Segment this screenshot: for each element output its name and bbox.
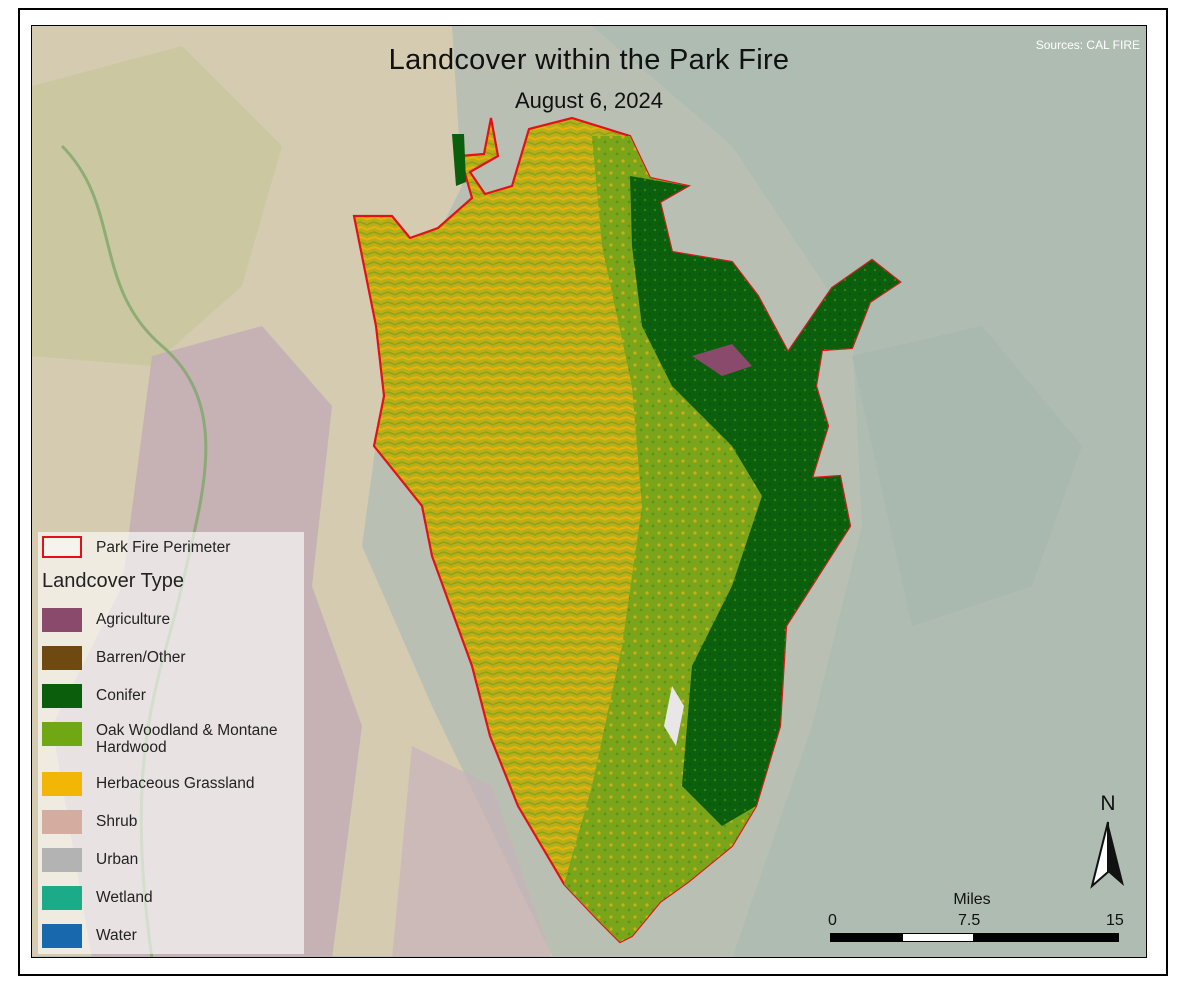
legend-panel: Park Fire Perimeter Landcover Type Agric… [38, 532, 304, 954]
lake-patch [664, 686, 684, 746]
legend-label: Water [96, 927, 137, 944]
legend-swatch [42, 810, 82, 834]
legend-label: Herbaceous Grassland [96, 775, 255, 792]
conifer-region [630, 176, 900, 826]
legend-item-shrub: Shrub [42, 810, 137, 834]
sources-credit: Sources: CAL FIRE [1035, 38, 1140, 52]
north-arrow-icon [1090, 821, 1124, 889]
legend-item-perimeter: Park Fire Perimeter [42, 536, 230, 558]
scale-segment [830, 933, 902, 942]
scale-tick-label: 0 [828, 912, 837, 929]
north-arrow: N [1084, 792, 1132, 890]
scale-unit: Miles [953, 891, 991, 908]
legend-swatch [42, 646, 82, 670]
legend-swatch [42, 924, 82, 948]
legend-item-grassland: Herbaceous Grassland [42, 772, 255, 796]
legend-label: Urban [96, 851, 139, 868]
legend-swatch [42, 772, 82, 796]
legend-label: Conifer [96, 687, 146, 704]
legend-swatch [42, 886, 82, 910]
map-subtitle: August 6, 2024 [514, 88, 663, 113]
urban-agriculture-area [392, 746, 552, 957]
conifer-patch [452, 134, 466, 186]
legend-item-water: Water [42, 924, 137, 948]
scale-segment [974, 933, 1119, 942]
foothills-area [852, 326, 1082, 626]
legend-label: Shrub [96, 813, 138, 830]
legend-swatch [42, 848, 82, 872]
scale-tick-label: 7.5 [958, 912, 981, 929]
legend-swatch [42, 722, 82, 746]
valley-area [32, 46, 282, 366]
legend-label: Oak Woodland & Montane Hardwood [96, 722, 278, 756]
legend-swatch [42, 608, 82, 632]
map-panel: Landcover within the Park Fire August 6,… [31, 25, 1147, 958]
scale-segment [902, 933, 974, 942]
legend-label: Wetland [96, 889, 153, 906]
legend-label: Park Fire Perimeter [96, 538, 231, 556]
legend-item-barren: Barren/Other [42, 646, 186, 670]
legend-swatch [42, 684, 82, 708]
scale-bar: Miles 0 7.5 15 [812, 888, 1132, 948]
legend-item-urban: Urban [42, 848, 138, 872]
legend-item-wetland: Wetland [42, 886, 153, 910]
north-label: N [1100, 792, 1116, 815]
perimeter-swatch [42, 536, 82, 558]
legend-label: Barren/Other [96, 649, 186, 666]
foothills-area [592, 26, 1146, 957]
agriculture-patch [692, 344, 752, 376]
legend-label: Agriculture [96, 611, 171, 628]
map-title: Landcover within the Park Fire [388, 44, 790, 76]
legend-item-conifer: Conifer [42, 684, 146, 708]
scale-tick-label: 15 [1106, 912, 1124, 929]
legend-item-oak-woodland: Oak Woodland & Montane Hardwood [42, 722, 296, 756]
legend-heading: Landcover Type [42, 570, 184, 592]
legend-item-agriculture: Agriculture [42, 608, 170, 632]
